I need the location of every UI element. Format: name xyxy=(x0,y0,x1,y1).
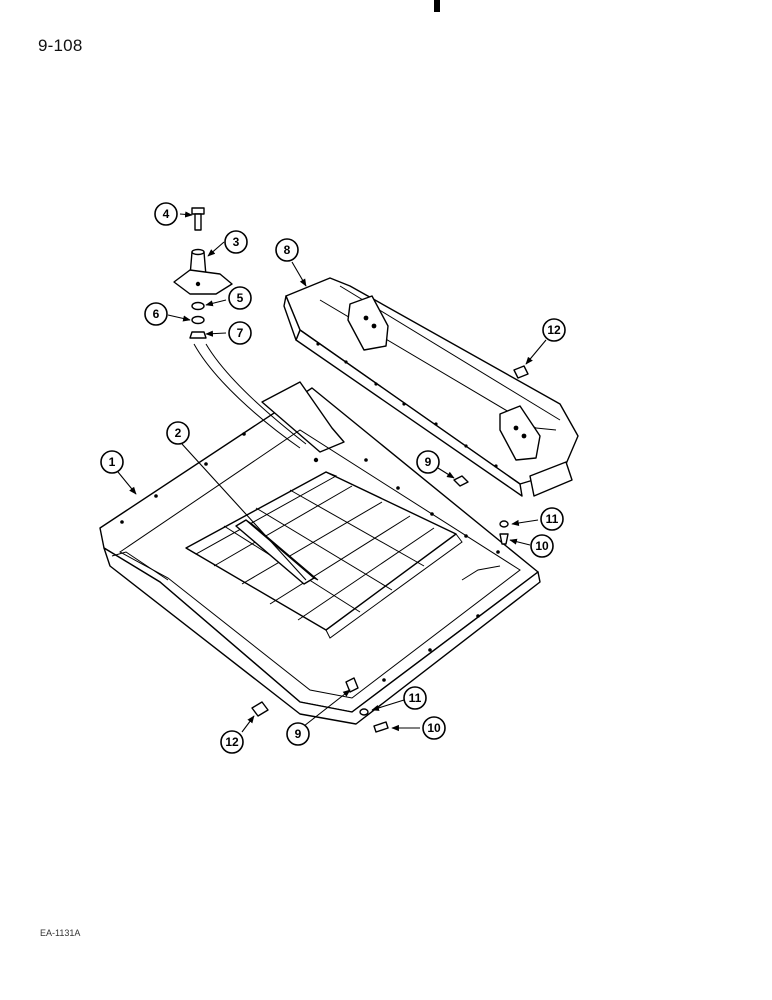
callout-2[interactable]: 2 xyxy=(166,421,190,445)
figure-code: EA-1131A xyxy=(40,928,81,938)
leader-7 xyxy=(205,330,227,337)
svg-text:10: 10 xyxy=(427,721,441,735)
leader-11-upper xyxy=(511,519,539,526)
leader-9-upper xyxy=(437,467,455,479)
callout-10-upper[interactable]: 10 xyxy=(530,534,554,558)
svg-text:5: 5 xyxy=(237,291,244,305)
bolt xyxy=(191,207,205,231)
svg-text:12: 12 xyxy=(225,735,239,749)
svg-text:11: 11 xyxy=(409,691,422,705)
leader-12-lower xyxy=(241,715,255,733)
callout-3[interactable]: 3 xyxy=(224,230,248,254)
leader-2 xyxy=(181,443,307,581)
svg-text:8: 8 xyxy=(284,243,291,257)
leader-6 xyxy=(167,314,191,322)
callout-12-upper[interactable]: 12 xyxy=(542,318,566,342)
callout-11-upper[interactable]: 11 xyxy=(540,507,564,531)
plug-upper xyxy=(513,365,529,379)
callout-9-upper[interactable]: 9 xyxy=(416,450,440,474)
callout-5[interactable]: 5 xyxy=(228,286,252,310)
leader-4 xyxy=(179,211,193,218)
callout-1[interactable]: 1 xyxy=(100,450,124,474)
upper-cover xyxy=(283,277,579,497)
plug-lower xyxy=(251,701,269,717)
washer-upper xyxy=(499,520,509,528)
svg-text:1: 1 xyxy=(109,455,116,469)
spacer-bracket xyxy=(173,248,233,295)
callout-10-lower[interactable]: 10 xyxy=(422,716,446,740)
leader-1 xyxy=(117,471,137,495)
svg-text:10: 10 xyxy=(535,539,549,553)
svg-text:11: 11 xyxy=(546,512,559,526)
svg-text:6: 6 xyxy=(153,307,160,321)
callout-4[interactable]: 4 xyxy=(154,202,178,226)
floor-grid-mat xyxy=(185,471,463,639)
clip-lower xyxy=(345,677,359,693)
callout-7[interactable]: 7 xyxy=(228,321,252,345)
top-edge-mark xyxy=(434,0,440,12)
leader-5 xyxy=(205,299,227,307)
washer-lower xyxy=(359,708,369,716)
svg-text:9: 9 xyxy=(295,727,302,741)
leader-11-lower xyxy=(371,699,405,711)
callout-8[interactable]: 8 xyxy=(275,238,299,262)
svg-text:12: 12 xyxy=(547,323,561,337)
screw-lower xyxy=(373,721,389,733)
leader-9-lower xyxy=(303,689,351,727)
page-number: 9-108 xyxy=(38,36,83,55)
svg-text:9: 9 xyxy=(425,455,432,469)
clip-upper xyxy=(453,475,469,487)
svg-text:2: 2 xyxy=(175,426,182,440)
callout-11-lower[interactable]: 11 xyxy=(403,686,427,710)
leader-12-upper xyxy=(525,339,547,365)
svg-text:4: 4 xyxy=(163,207,170,221)
callout-12-lower[interactable]: 12 xyxy=(220,730,244,754)
callout-6[interactable]: 6 xyxy=(144,302,168,326)
callout-9-lower[interactable]: 9 xyxy=(286,722,310,746)
svg-text:7: 7 xyxy=(237,326,244,340)
svg-text:3: 3 xyxy=(233,235,240,249)
leader-8 xyxy=(291,261,307,287)
washers-nut xyxy=(189,301,207,339)
screw-upper xyxy=(499,533,509,545)
leader-10-upper xyxy=(509,538,531,546)
leader-3 xyxy=(207,241,225,257)
